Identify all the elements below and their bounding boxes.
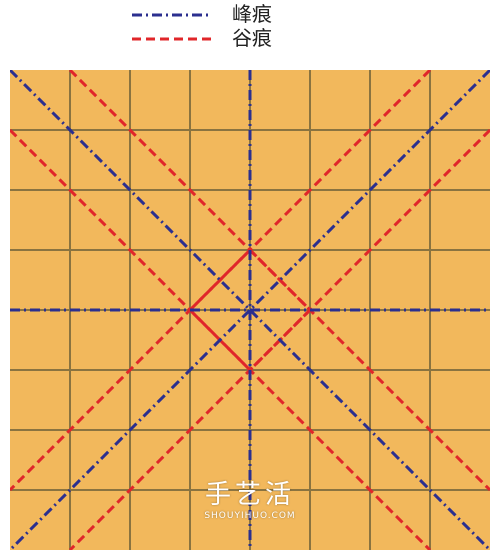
legend-mountain-fold: 峰痕 (0, 2, 320, 26)
legend: 峰痕 谷痕 (0, 0, 500, 60)
paper-square (10, 70, 490, 550)
legend-valley-fold: 谷痕 (0, 26, 320, 50)
valley-fold-diamond-edge (248, 248, 312, 312)
watermark-logo-text: 手艺活 (204, 480, 295, 510)
watermark: 手艺活 SHOUYIHUO.COM (195, 480, 305, 540)
mountain-fold-label: 峰痕 (232, 2, 272, 26)
mountain-fold-line-sample (132, 13, 212, 17)
valley-fold-line-sample (132, 37, 212, 41)
valley-fold-label: 谷痕 (232, 26, 272, 50)
mountain-fold-line (10, 70, 490, 550)
mountain-fold-line (10, 70, 490, 550)
valley-fold-diamond-edge (188, 248, 252, 312)
mountain-fold-lines (10, 70, 490, 550)
watermark-url: SHOUYIHUO.COM (204, 511, 296, 521)
